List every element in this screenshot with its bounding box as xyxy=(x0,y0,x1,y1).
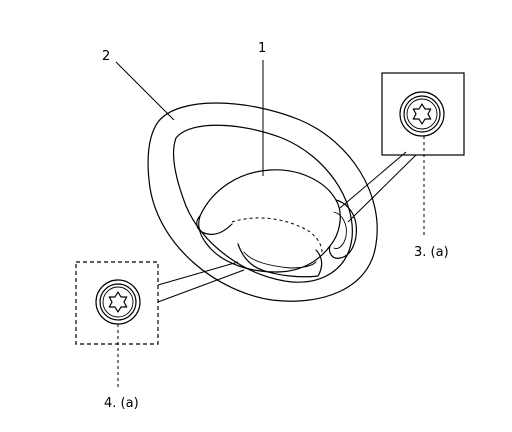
steering-wheel-left-spoke xyxy=(196,215,233,235)
steering-wheel-right-spoke xyxy=(328,199,357,259)
steering-wheel-hidden-line xyxy=(231,217,323,253)
part-3-label: 3. (a) xyxy=(414,245,449,260)
steering-wheel-lower-spoke xyxy=(237,243,323,278)
steering-wheel-rim-inner xyxy=(173,124,353,283)
inset-leaders xyxy=(157,151,417,303)
part-1-label: 1 xyxy=(258,41,266,56)
callout-leaders xyxy=(115,60,425,388)
torx-bolt-icon xyxy=(399,91,445,137)
upper-inset-box xyxy=(381,72,465,156)
lower-inset-leader-a xyxy=(157,261,239,286)
upper-inset-leader-a xyxy=(339,151,407,209)
steering-wheel-right-spoke-inner xyxy=(333,211,347,249)
steering-wheel-lower-spoke-inner xyxy=(243,251,317,269)
part-4-label: 4. (a) xyxy=(104,396,139,411)
upper-inset xyxy=(381,72,465,156)
steering-wheel-rim-outer xyxy=(147,102,378,302)
upper-inset-leader-b xyxy=(347,154,417,223)
callout-labels: 1 2 3. (a) 4. (a) xyxy=(102,41,449,411)
lower-inset-leader-b xyxy=(157,269,245,303)
torx-bolt-icon xyxy=(95,279,141,325)
lower-inset xyxy=(75,261,159,345)
steering-wheel-hub xyxy=(198,169,341,273)
lower-inset-box xyxy=(75,261,159,345)
steering-wheel xyxy=(147,102,378,302)
part-2-leader xyxy=(115,61,175,121)
part-2-label: 2 xyxy=(102,49,110,64)
